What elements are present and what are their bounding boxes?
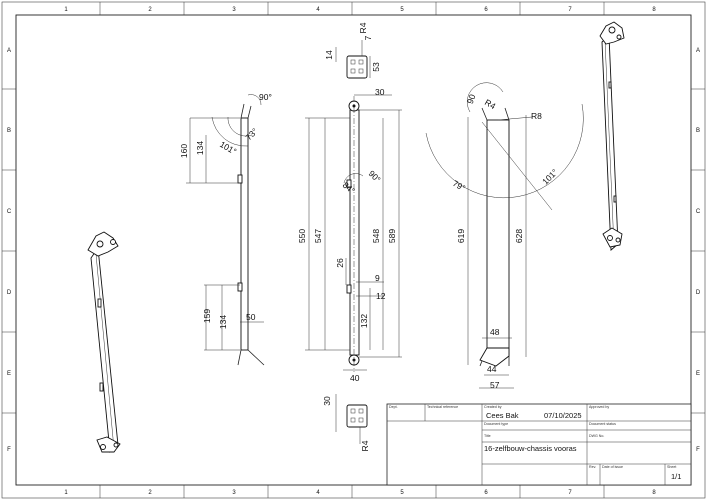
dim-R4: R4 [483,97,498,111]
row-label-left: A [7,48,11,54]
col-label-top: 5 [400,7,404,13]
dim-101: 101° [218,139,238,156]
dept-label: Dept. [389,405,398,409]
dim-26: 26 [335,258,345,268]
top-view: 14 53 R4 7 [324,22,381,79]
approved-by-label: Approved by [589,405,609,409]
created-by-label: Created by [484,405,502,409]
col-label-top: 1 [64,7,68,13]
dim-90: 90° [367,168,383,184]
dim-90: 90° [259,92,272,102]
dim-134: 134 [218,315,228,329]
dim-9: 9 [375,273,380,283]
dim-R8: R8 [531,111,542,121]
row-label-left: E [7,371,11,377]
dim-50: 50 [246,312,256,322]
title-block: Dept. Technical reference Created by App… [386,403,692,486]
dim-547: 547 [313,229,323,243]
col-label-top: 4 [316,7,320,13]
dim-628: 628 [514,229,524,243]
document-status-label: Document status [589,422,616,426]
col-label-bottom: 6 [484,490,488,496]
dim-134: 134 [195,141,205,155]
date-of-issue-label: Date of issue [602,465,623,469]
right-view: 90 R4 R8 79° 101° 619 628 48 44 57 [425,82,584,390]
col-label-top: 2 [148,7,152,13]
dim-7: 7 [363,35,373,40]
dwg-no-label: DWG No. [589,434,604,438]
dim-48: 48 [490,327,500,337]
dim-132: 132 [359,314,369,328]
dim-30: 30 [322,396,332,406]
dim-14: 14 [324,50,334,60]
dim-79: 79° [451,178,467,193]
col-label-bottom: 2 [148,490,152,496]
dim-159: 159 [202,309,212,323]
col-label-top: 7 [568,7,572,13]
col-label-top: 6 [484,7,488,13]
technical-reference-label: Technical reference [427,405,458,409]
dim-101: 101° [540,167,560,187]
col-label-bottom: 8 [652,490,656,496]
col-label-bottom: 3 [232,490,236,496]
col-label-top: 3 [232,7,236,13]
dim-619: 619 [456,229,466,243]
dim-57: 57 [490,380,500,390]
dim-12: 12 [376,291,386,301]
left-view: 90° 73° 101° 160 134 159 134 50 [179,92,272,366]
row-label-right: F [696,447,700,453]
title-label: Title [484,434,491,438]
row-label-left: D [7,290,12,296]
drawing-title: 16-zelfbouw-chassis vooras [484,444,577,453]
front-view: 30 550 547 548 589 90° 84° 26 9 12 132 4… [297,87,402,383]
dim-53: 53 [371,62,381,72]
row-label-right: B [696,128,700,134]
col-label-top: 8 [652,7,656,13]
col-label-bottom: 4 [316,490,320,496]
row-label-left: C [7,209,12,215]
dim-550: 550 [297,229,307,243]
dim-30: 30 [375,87,385,97]
row-label-right: D [696,290,701,296]
col-label-bottom: 5 [400,490,404,496]
row-label-left: F [7,447,11,453]
rev-label: Rev. [589,465,596,469]
col-label-bottom: 1 [64,490,68,496]
dim-44: 44 [487,364,497,374]
dim-R4: R4 [360,440,370,451]
dim-R4: R4 [358,22,368,33]
row-label-right: E [696,371,700,377]
created-by-value: Cees Bak [486,411,519,420]
bottom-view: 30 R4 [322,394,370,451]
document-type-label: Document type [484,422,508,426]
dim-589: 589 [387,229,397,243]
col-label-bottom: 7 [568,490,572,496]
iso-view-left [87,231,121,453]
iso-view-right [599,21,625,251]
row-label-right: C [696,209,701,215]
dim-548: 548 [371,229,381,243]
row-label-left: B [7,128,11,134]
dim-40: 40 [350,373,360,383]
row-label-right: A [696,48,700,54]
dim-90: 90 [465,93,478,106]
date-value: 07/10/2025 [544,411,582,420]
sheet-label: Sheet [667,465,676,469]
sheet-value: 1/1 [671,472,681,481]
dim-160: 160 [179,144,189,158]
